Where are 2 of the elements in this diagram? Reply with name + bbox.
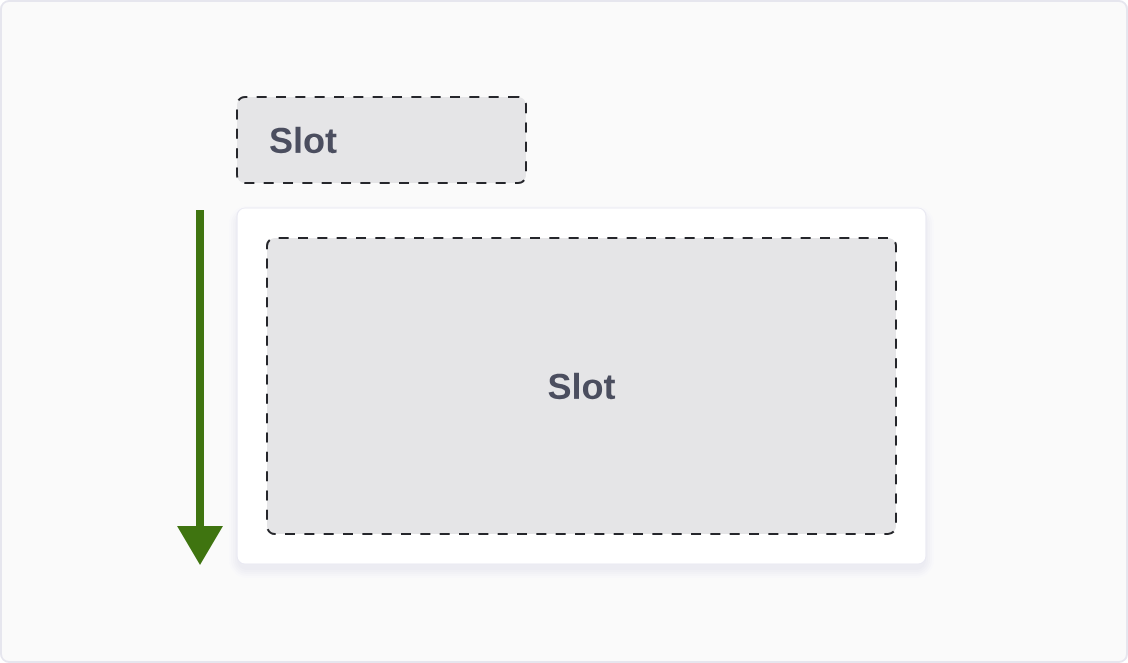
slot-box: Slot (266, 237, 897, 535)
slot-box: Slot (236, 96, 527, 184)
